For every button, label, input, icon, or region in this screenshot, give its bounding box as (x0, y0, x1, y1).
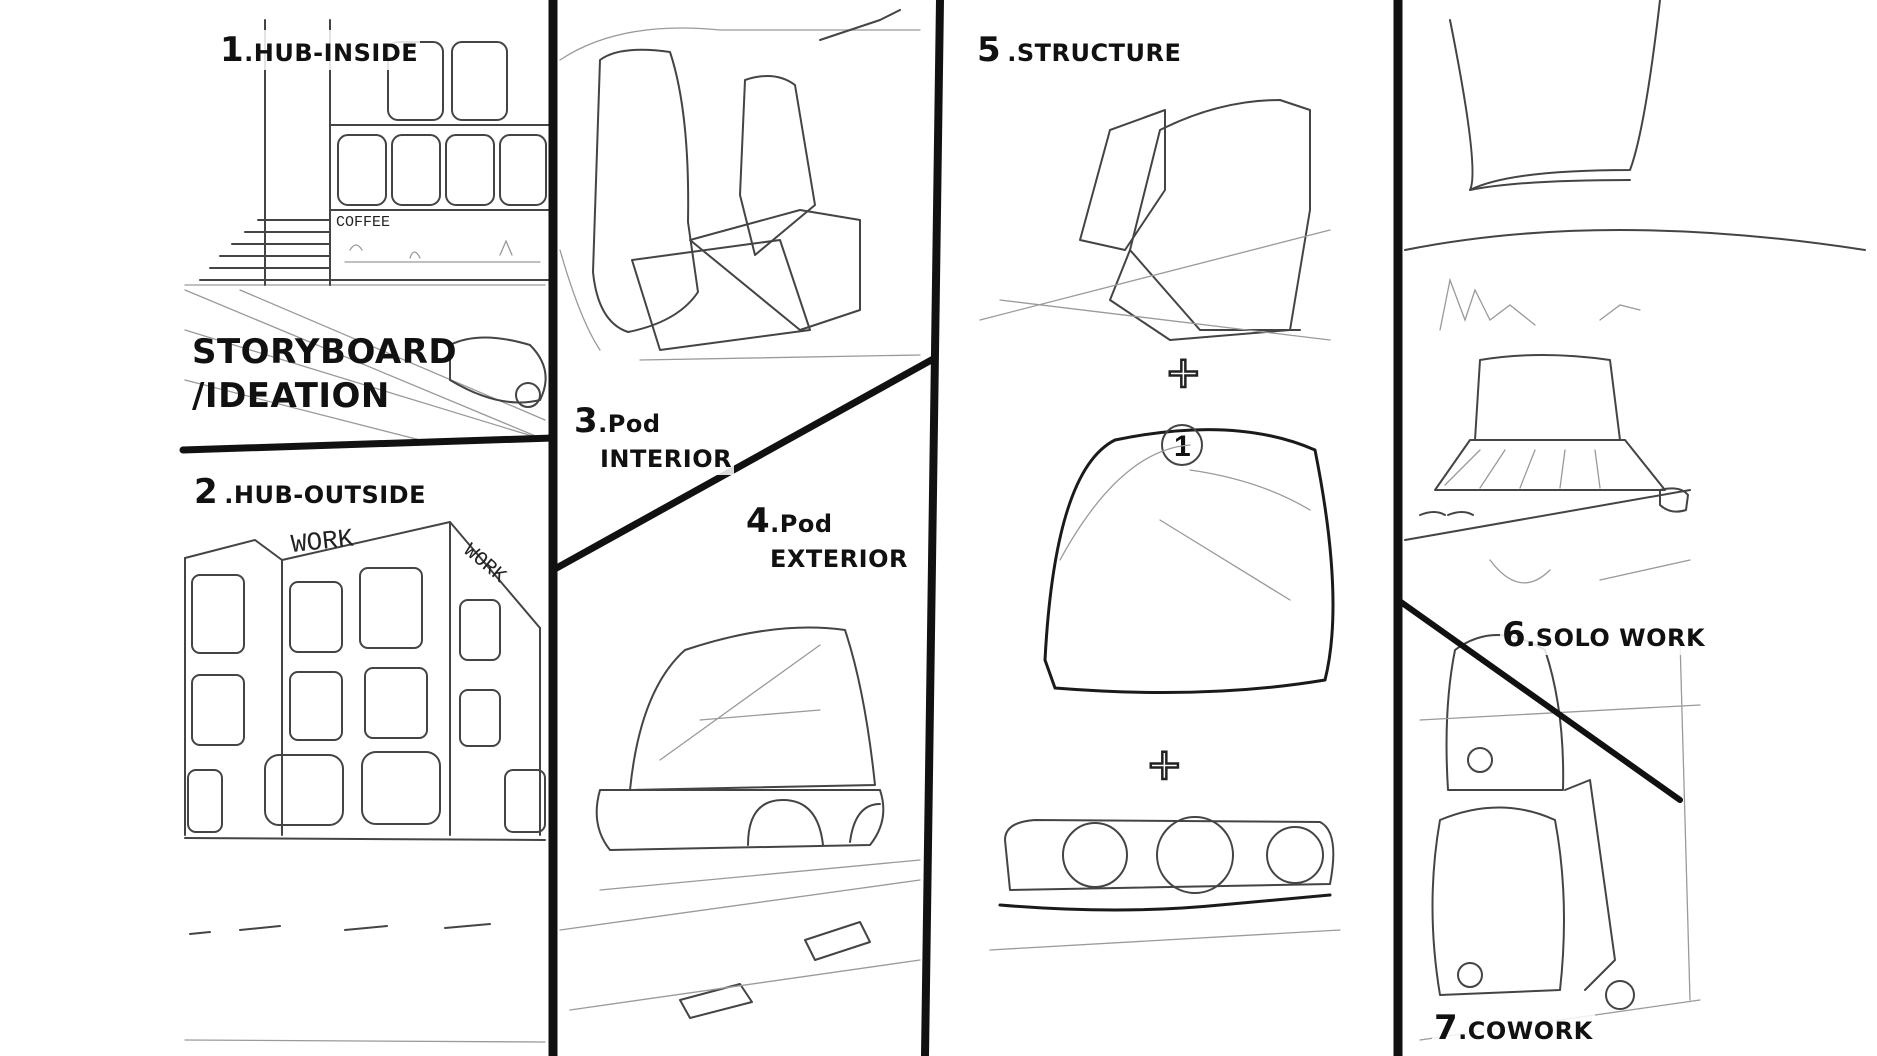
panel-3-title: .Pod (598, 410, 661, 438)
hub-inside-sketch: COFFEE (184, 19, 549, 441)
hub-outside-sketch: WORK WORK (184, 521, 546, 1043)
panel-2-title: .HUB-OUTSIDE (224, 481, 426, 509)
panel-1-number: 1 (220, 30, 245, 70)
panel-2-number: 2 (194, 472, 219, 512)
structure-sketch: + 1 + (979, 99, 1341, 951)
panel-3-label: 3.Pod INTERIOR (572, 404, 735, 475)
panel-7-title: .COWORK (1458, 1017, 1593, 1045)
divider-2 (921, 0, 944, 1056)
divider-5 (549, 354, 939, 574)
divider-6 (1395, 597, 1683, 803)
panel-6-label: 6.SOLO WORK (1500, 615, 1708, 655)
plus-icon-2: + (1148, 733, 1181, 796)
panel-3-number: 3 (574, 401, 599, 441)
solo-work-sketch (1404, 0, 1866, 584)
panel-5-number: 5 (977, 30, 1002, 70)
building-sign-side: WORK (459, 540, 511, 588)
panel-1-label: 1.HUB-INSIDE (218, 30, 421, 70)
storyboard-title-line1: STORYBOARD (192, 332, 458, 372)
pod-exterior-sketch (559, 626, 921, 1019)
panel-4-label: 4.Pod EXTERIOR (744, 504, 910, 575)
panel-4-subtitle: EXTERIOR (770, 545, 908, 573)
storyboard-title: STORYBOARD /IDEATION (192, 330, 457, 418)
panel-4-number: 4 (746, 501, 771, 541)
panel-7-number: 7 (1434, 1008, 1459, 1048)
divider-4 (179, 434, 557, 454)
panel-6-title: .SOLO WORK (1526, 624, 1706, 652)
panel-3-subtitle: INTERIOR (600, 445, 733, 473)
storyboard-title-line2: /IDEATION (192, 376, 390, 416)
panel-2-label: 2 .HUB-OUTSIDE (192, 472, 428, 512)
cowork-sketch (1419, 634, 1701, 1041)
panel-6-number: 6 (1502, 615, 1527, 655)
panel-5-title: .STRUCTURE (1007, 39, 1182, 67)
panel-1-title: .HUB-INSIDE (244, 39, 419, 67)
building-sign-front: WORK (290, 524, 356, 560)
panel-5-label: 5 .STRUCTURE (975, 30, 1184, 70)
panel-4-title: .Pod (770, 510, 833, 538)
plus-icon-1: + (1167, 341, 1200, 404)
panel-dividers (179, 0, 1683, 1056)
coffee-sign: COFFEE (336, 214, 390, 231)
panel-7-label: 7.COWORK (1432, 1008, 1595, 1048)
pod-interior-sketch (559, 9, 921, 361)
